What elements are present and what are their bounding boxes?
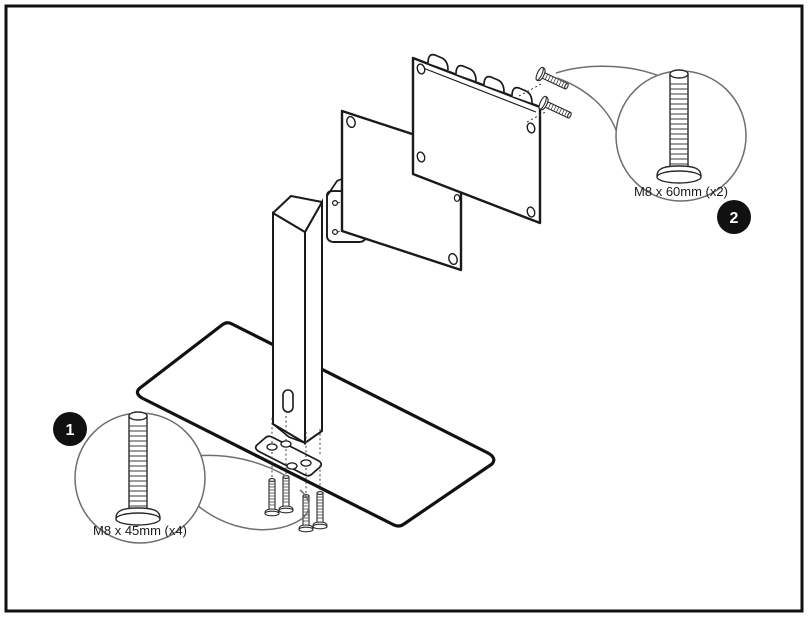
callout-2[interactable]: M8 x 60mm (x2) 2 [555, 65, 751, 234]
vesa-plate [411, 53, 542, 225]
alignment-lines-vesa [518, 82, 548, 123]
callout-1[interactable]: M8 x 45mm (x4) 1 [53, 411, 310, 544]
alignment-lines-bolts [271, 449, 321, 496]
vesa-ribs [427, 53, 533, 104]
callout-1-badge[interactable] [53, 412, 87, 446]
callout-1-number: 1 [66, 422, 75, 439]
callout-2-label: M8 x 60mm (x2) [634, 184, 728, 199]
alignment-lines-base [271, 416, 321, 460]
upright-pole [272, 195, 323, 445]
cable-slot [282, 389, 294, 413]
callout-1-label: M8 x 45mm (x4) [93, 523, 187, 538]
callout-2-badge[interactable] [717, 200, 751, 234]
callout-2-number: 2 [730, 210, 739, 227]
